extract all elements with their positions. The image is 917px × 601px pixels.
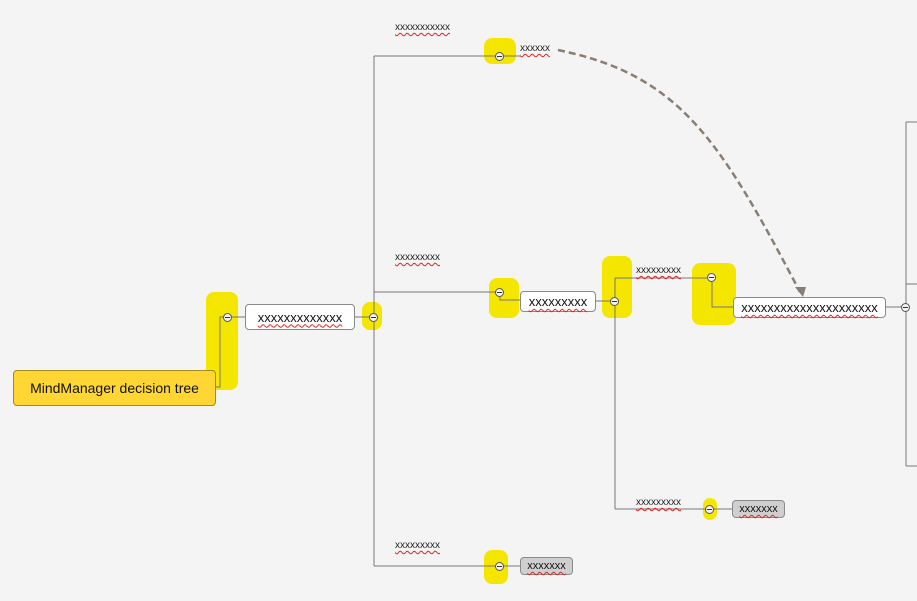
branch-label: xxxxxx	[520, 43, 550, 54]
collapse-icon[interactable]	[705, 505, 714, 514]
collapse-icon[interactable]	[223, 313, 232, 322]
highlight-mark	[489, 278, 519, 318]
root-topic[interactable]: MindManager decision tree	[13, 370, 216, 406]
collapse-icon[interactable]	[610, 297, 619, 306]
root-label: MindManager decision tree	[30, 380, 199, 396]
collapse-icon[interactable]	[495, 288, 504, 297]
relationship-arrow	[557, 48, 802, 293]
collapse-icon[interactable]	[369, 313, 378, 322]
topic-label: xxxxxxxxxxxxxxxxxxxxx	[741, 300, 878, 315]
topic-node[interactable]: xxxxxxxxxxxxx	[245, 304, 355, 330]
arrowhead-icon	[795, 287, 806, 297]
collapse-icon[interactable]	[495, 52, 504, 61]
topic-node[interactable]: xxxxxxxxxxxxxxxxxxxxx	[733, 297, 886, 318]
topic-node[interactable]: xxxxxxxxx	[520, 291, 596, 312]
branch-label: xxxxxxxxxxx	[395, 22, 450, 33]
branch-label: xxxxxxxxx	[395, 540, 440, 551]
branch-label: xxxxxxxxx	[636, 497, 681, 508]
branch-label: xxxxxxxxx	[395, 252, 440, 263]
collapse-icon[interactable]	[901, 303, 910, 312]
highlight-mark	[602, 256, 632, 318]
end-node[interactable]: xxxxxxx	[520, 557, 573, 575]
topic-label: xxxxxxx	[527, 560, 566, 572]
collapse-icon[interactable]	[707, 273, 716, 282]
end-node[interactable]: xxxxxxx	[732, 500, 785, 518]
topic-label: xxxxxxxxx	[528, 294, 588, 309]
topic-label: xxxxxxxxxxxxx	[257, 309, 343, 325]
topic-label: xxxxxxx	[739, 503, 778, 515]
branch-label: xxxxxxxxx	[636, 265, 681, 276]
collapse-icon[interactable]	[495, 562, 504, 571]
